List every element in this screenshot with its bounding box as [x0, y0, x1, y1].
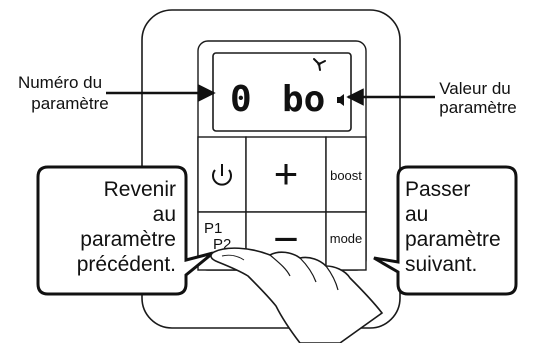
parameter-value-digits: bo — [282, 79, 325, 120]
next-callout-box — [373, 165, 518, 296]
speaker-icon — [337, 94, 344, 106]
previous-callout-box — [36, 165, 214, 296]
parameter-number-label-line1: Numéro du — [18, 73, 102, 92]
previous-callout-line4: précédent. — [77, 253, 176, 276]
next-callout-line1: Passer — [405, 178, 470, 201]
pointing-hand-icon — [210, 247, 384, 343]
mode-label: mode — [330, 231, 363, 246]
next-callout-line4: suivant. — [405, 253, 477, 276]
p1-label: P1 — [204, 220, 222, 237]
fan-icon — [313, 58, 326, 71]
parameter-value-label-line1: Valeur du — [439, 79, 511, 98]
plus-button[interactable]: + — [274, 150, 299, 197]
previous-callout-line2: au — [153, 203, 176, 226]
previous-callout-line1: Revenir — [104, 178, 176, 201]
previous-callout-line3: paramètre — [80, 228, 176, 251]
boost-label: boost — [330, 168, 362, 183]
parameter-number-label-line2: paramètre — [31, 94, 108, 113]
next-callout-line2: au — [405, 203, 428, 226]
boost-button[interactable]: boost — [330, 168, 362, 183]
power-button[interactable] — [212, 164, 232, 186]
power-icon — [212, 164, 232, 186]
next-callout-line3: paramètre — [405, 228, 501, 251]
mode-button[interactable]: mode — [330, 231, 363, 246]
parameter-number-digit: 0 — [230, 79, 252, 120]
parameter-value-label-line2: paramètre — [439, 98, 516, 117]
plus-label: + — [274, 150, 299, 197]
